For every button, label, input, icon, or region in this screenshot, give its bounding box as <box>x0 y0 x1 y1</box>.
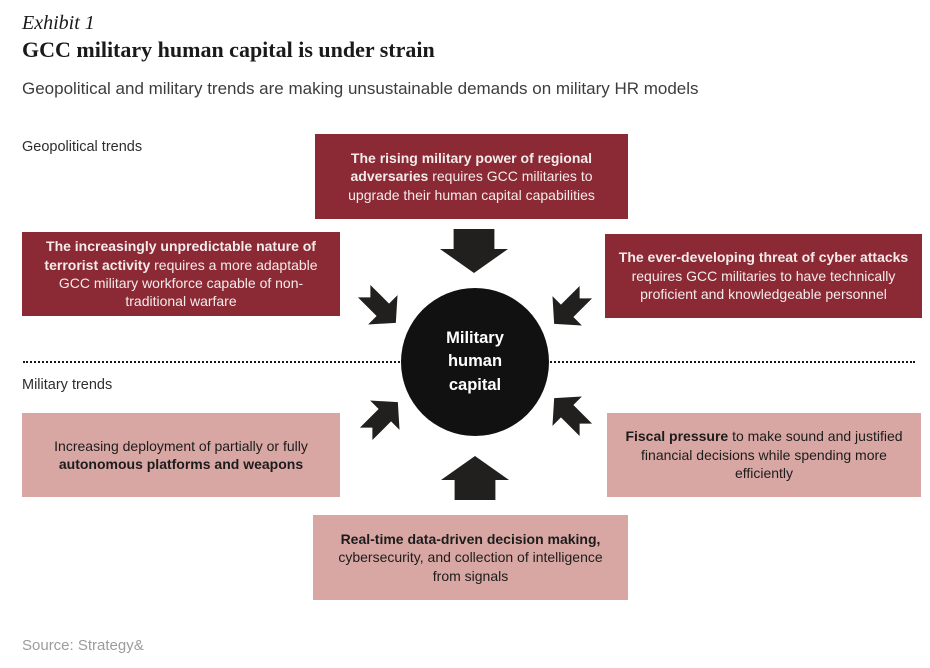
box-text-rest: cybersecurity, and collection of intelli… <box>338 549 603 584</box>
section-label-military-trends: Military trends <box>22 377 113 393</box>
exhibit-subtitle: Geopolitical and military trends are mak… <box>22 79 699 98</box>
box-text-rest: requires GCC militaries to upgrade their… <box>348 168 595 203</box>
box-cyber-attacks: The ever-developing threat of cyber atta… <box>605 234 922 318</box>
box-text-rest: requires a more adaptable GCC military w… <box>58 256 318 310</box>
box-text: The ever-developing threat of cyber atta… <box>617 248 910 303</box>
box-text-bold: The rising military power of regional ad… <box>350 149 593 185</box>
box-terrorist-activity: The increasingly unpredictable nature of… <box>22 232 340 316</box>
box-text: Real-time data-driven decision making, c… <box>325 530 616 585</box>
box-text-bold: The increasingly unpredictable nature of… <box>44 238 316 273</box>
exhibit-number: Exhibit 1 <box>22 12 95 34</box>
arrow-down-icon <box>440 229 508 273</box>
box-text-lead: Increasing deployment of partially or fu… <box>54 437 308 454</box>
arrow-down-right-icon <box>346 273 414 341</box>
box-autonomous-platforms: Increasing deployment of partially or fu… <box>22 413 340 497</box>
box-text: Increasing deployment of partially or fu… <box>34 437 328 474</box>
box-rising-military-power: The rising military power of regional ad… <box>315 134 628 219</box>
box-data-driven-decisions: Real-time data-driven decision making, c… <box>313 515 628 600</box>
exhibit-title: GCC military human capital is under stra… <box>22 37 435 62</box>
box-text-rest: requires GCC militaries to have technica… <box>631 267 896 303</box>
box-text-bold: autonomous platforms and weapons <box>58 456 304 472</box>
box-text-bold: Real-time data-driven decision making, <box>340 530 601 547</box>
arrow-up-left-icon <box>536 380 604 448</box>
box-text: Fiscal pressure to make sound and justif… <box>619 427 909 482</box>
box-text: The increasingly unpredictable nature of… <box>34 237 328 311</box>
arrow-up-right-icon <box>348 384 416 452</box>
box-fiscal-pressure: Fiscal pressure to make sound and justif… <box>607 413 921 497</box>
center-circle-label: Military human capital <box>446 329 504 394</box>
source-note: Source: Strategy& <box>22 637 144 654</box>
box-text: The rising military power of regional ad… <box>327 149 616 204</box>
section-label-geopolitical-trends: Geopolitical trends <box>22 139 143 155</box>
box-text-rest: to make sound and justified financial de… <box>641 428 903 482</box>
box-text-bold: The ever-developing threat of cyber atta… <box>618 249 909 266</box>
center-circle: Military human capital <box>401 288 549 436</box>
arrow-up-icon <box>441 456 509 500</box>
arrow-down-left-icon <box>536 274 604 342</box>
box-text-bold: Fiscal pressure <box>625 428 729 445</box>
